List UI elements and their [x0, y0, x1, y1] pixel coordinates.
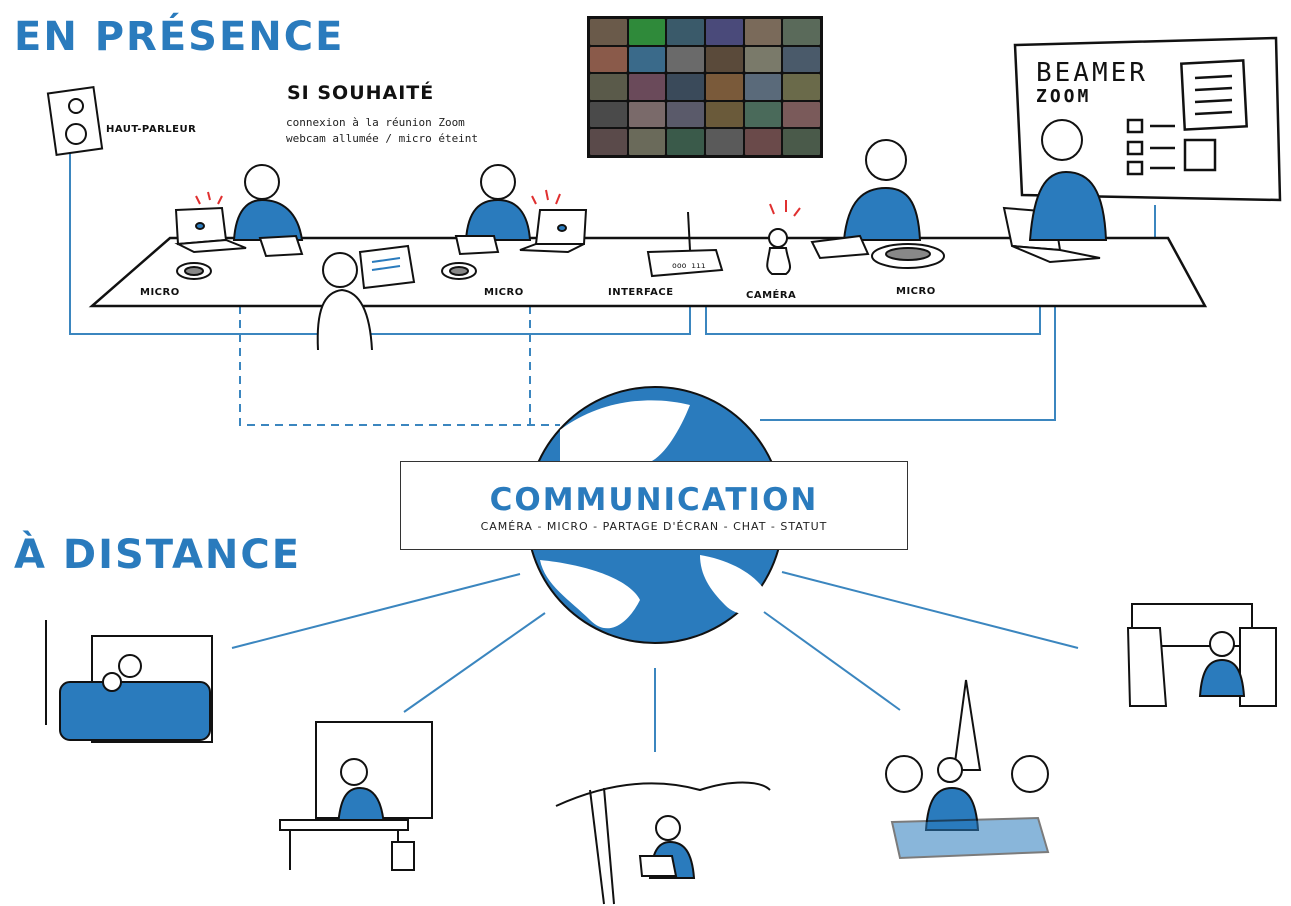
remote-paris-picnic	[885, 679, 1050, 860]
beamer-label: BEAMER	[1036, 58, 1148, 88]
interface-device-icon: ooo ııı	[646, 211, 724, 278]
attention-marks	[195, 189, 561, 205]
title-distance: À DISTANCE	[14, 532, 302, 578]
zoom-gallery-screen	[587, 16, 823, 158]
communication-title: COMMUNICATION	[489, 482, 819, 518]
participant-center	[454, 164, 532, 256]
participant-left	[232, 164, 304, 258]
optional-heading: SI SOUHAITÉ	[287, 82, 435, 104]
label-camera: CAMÉRA	[746, 290, 797, 301]
remote-home-desk	[279, 721, 433, 871]
beamer-zoom-label: ZOOM	[1036, 86, 1092, 107]
title-presence: EN PRÉSENCE	[14, 14, 345, 60]
label-micro-center: MICRO	[484, 287, 524, 298]
remote-train	[1126, 603, 1277, 707]
participant-host	[810, 139, 922, 260]
remote-mountain	[555, 781, 771, 905]
communication-features: CAMÉRA - MICRO - PARTAGE D'ÉCRAN - CHAT …	[480, 520, 828, 533]
participant-writing	[316, 244, 416, 351]
communication-box: COMMUNICATION CAMÉRA - MICRO - PARTAGE D…	[400, 461, 908, 550]
label-interface: INTERFACE	[608, 287, 674, 298]
participant-presenter	[1028, 119, 1108, 241]
remote-connection-lines	[231, 571, 1079, 752]
optional-line-1: connexion à la réunion Zoom	[286, 116, 465, 129]
label-speaker: HAUT-PARLEUR	[106, 124, 197, 135]
label-micro-left: MICRO	[140, 287, 180, 298]
label-micro-right: MICRO	[896, 286, 936, 297]
micro-icon	[176, 243, 945, 280]
optional-line-2: webcam allumée / micro éteint	[286, 132, 479, 145]
svg-text:ooo ııı: ooo ııı	[672, 261, 706, 270]
remote-home-sofa	[45, 620, 213, 743]
camera-icon	[766, 200, 801, 275]
beamer-screen	[1013, 36, 1282, 202]
speaker-icon	[46, 85, 104, 157]
